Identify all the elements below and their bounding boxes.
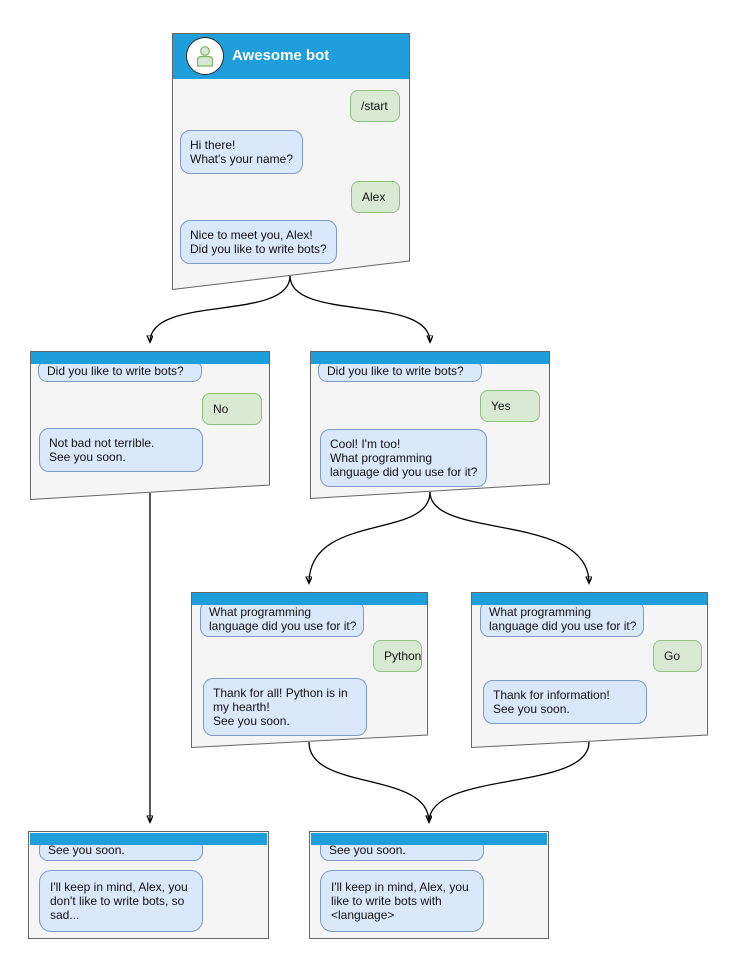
message-bubble-bot: What programming language did you use fo… — [200, 601, 364, 637]
message-bubble-user: /start — [350, 90, 400, 122]
message-bubble-bot: I'll keep in mind, Alex, you don't like … — [39, 870, 203, 932]
arrow-go-to-end — [429, 741, 590, 822]
chat-window-end-no: See you soon. I'll keep in mind, Alex, y… — [28, 831, 269, 939]
message-bubble-user: Go — [653, 640, 702, 672]
arrow-main-to-yes — [289, 275, 430, 342]
chat-window-end-yes: See you soon. I'll keep in mind, Alex, y… — [309, 831, 549, 939]
window-title: Awesome bot — [232, 47, 330, 64]
arrow-yes-to-go — [429, 491, 589, 583]
message-bubble-bot: I'll keep in mind, Alex, you like to wri… — [320, 870, 484, 932]
chat-header-strip — [472, 593, 707, 605]
chat-header-strip — [31, 352, 269, 364]
message-bubble-bot: Thank for information! See you soon. — [483, 680, 647, 724]
chat-window-branch-go: What programming language did you use fo… — [471, 592, 708, 748]
chat-window-branch-yes: Did you like to write bots? Yes Cool! I'… — [310, 351, 550, 499]
chat-header-strip — [192, 593, 427, 605]
chat-window-branch-python: What programming language did you use fo… — [191, 592, 428, 748]
message-bubble-user: Python — [373, 640, 422, 672]
message-bubble-bot: Did you like to write bots? — [318, 360, 482, 382]
chat-header-strip — [311, 833, 547, 845]
message-bubble-user: Alex — [351, 181, 400, 213]
arrow-python-to-end — [308, 741, 429, 822]
message-bubble-bot: Nice to meet you, Alex! Did you like to … — [180, 220, 337, 264]
message-bubble-bot: Cool! I'm too! What programming language… — [320, 429, 488, 487]
message-bubble-bot: Thank for all! Python is in my hearth! S… — [203, 678, 367, 736]
arrow-main-to-no — [150, 275, 291, 342]
chat-header-strip — [30, 833, 267, 845]
person-icon — [196, 46, 214, 67]
chat-header-strip — [311, 352, 549, 364]
message-bubble-bot: What programming language did you use fo… — [480, 601, 644, 637]
message-bubble-user: Yes — [480, 390, 540, 422]
arrow-yes-to-python — [309, 491, 431, 583]
chat-window-main: Awesome bot /start Hi there! What's your… — [172, 33, 410, 290]
chat-window-branch-no: Did you like to write bots? No Not bad n… — [30, 351, 270, 500]
message-bubble-bot: Hi there! What's your name? — [180, 130, 304, 174]
message-bubble-user: No — [202, 393, 262, 425]
message-bubble-bot: Not bad not terrible. See you soon. — [39, 428, 203, 472]
bot-avatar — [186, 37, 224, 75]
